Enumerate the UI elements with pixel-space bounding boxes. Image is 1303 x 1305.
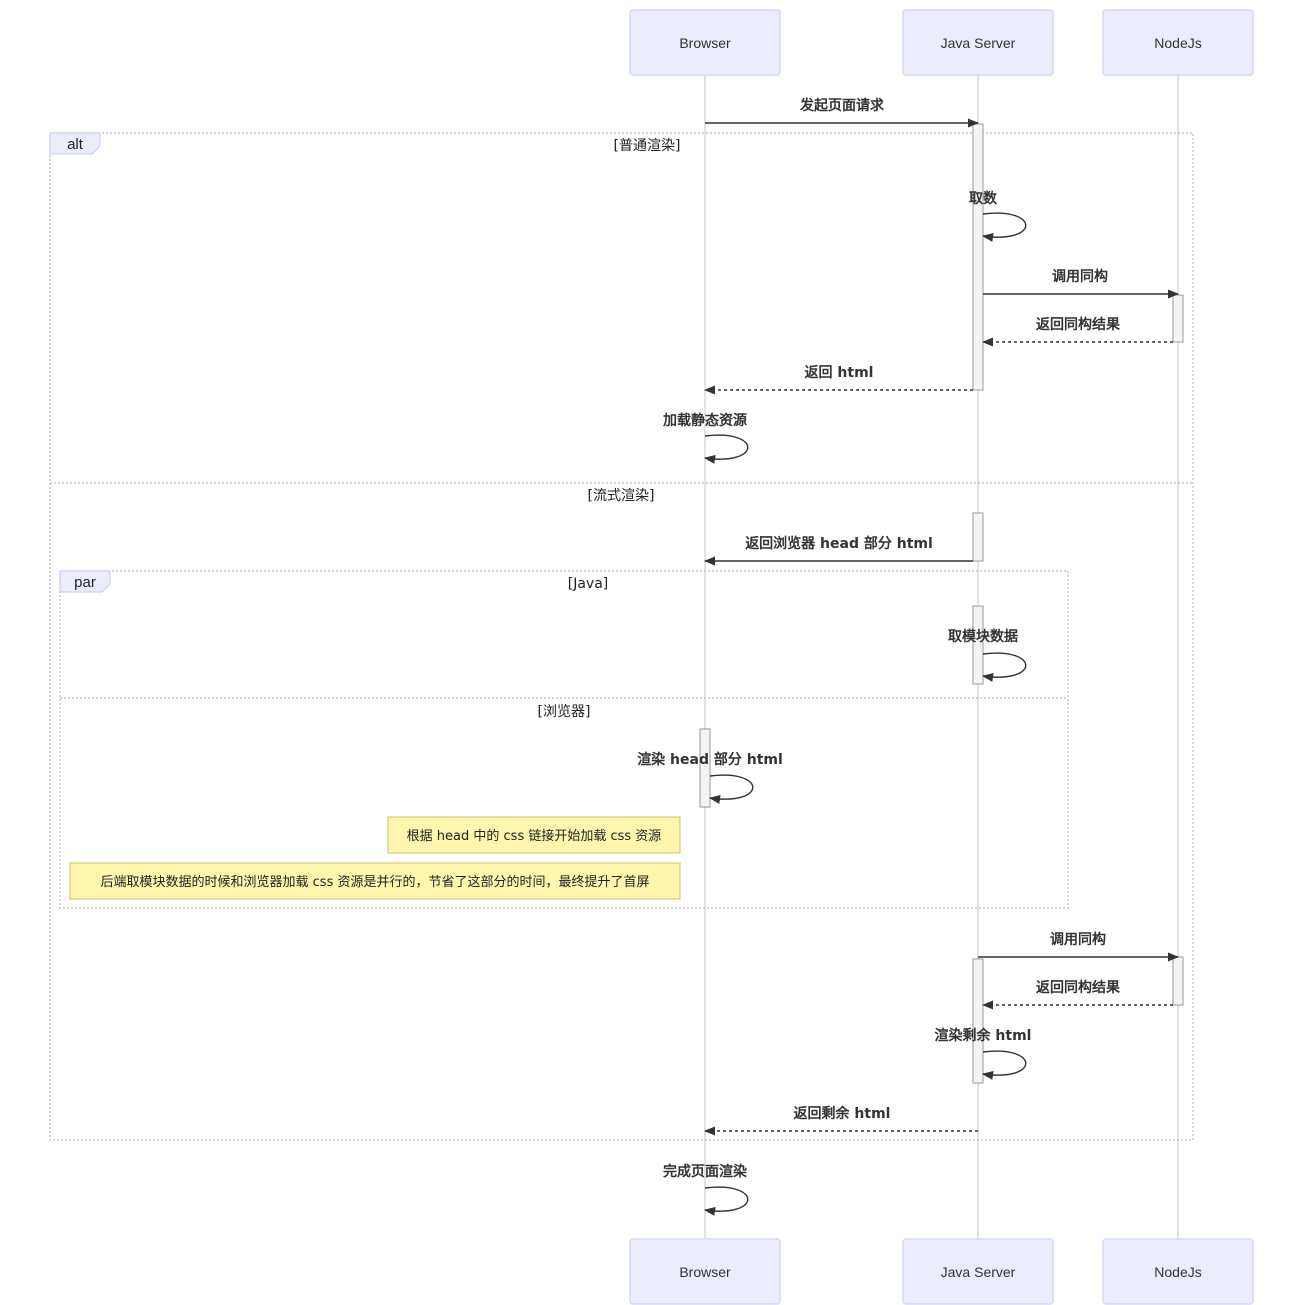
activation-java-server-head bbox=[972, 512, 984, 562]
alt-frame bbox=[49, 132, 1194, 1141]
alt-frame-tag bbox=[49, 132, 101, 155]
note-parallel: 后端取模块数据的时候和浏览器加载 css 资源是并行的，节省了这部分的时间，最终… bbox=[101, 874, 650, 890]
actor-nodejs-bottom bbox=[1102, 1238, 1254, 1305]
msg-fetch-module: 取模块数据 bbox=[948, 628, 1018, 645]
msg-render-rest: 渲染剩余 html bbox=[935, 1027, 1032, 1044]
par-frame-tag bbox=[59, 570, 111, 593]
msg-return-isomorphic: 返回同构结果 bbox=[1036, 316, 1121, 333]
actor-browser-bottom-label: Browser bbox=[679, 1264, 731, 1280]
actor-browser-top bbox=[629, 9, 781, 76]
alt-frame-label: alt bbox=[67, 136, 84, 153]
par-frame bbox=[59, 570, 1069, 909]
msg-return-isomorphic-stream: 返回同构结果 bbox=[1036, 979, 1121, 996]
actor-nodejs-bottom-label: NodeJs bbox=[1154, 1264, 1201, 1280]
msg-return-rest: 返回剩余 html bbox=[794, 1105, 891, 1122]
msg-load-static: 加载静态资源 bbox=[662, 412, 747, 429]
activation-java-server-module bbox=[972, 605, 984, 685]
actor-java-server-top-label: Java Server bbox=[941, 35, 1016, 51]
par-frame-label: par bbox=[74, 574, 96, 591]
actor-nodejs-top bbox=[1102, 9, 1254, 76]
msg-request-page: 发起页面请求 bbox=[799, 97, 885, 114]
msg-render-head: 渲染 head 部分 html bbox=[637, 751, 783, 768]
actor-browser-bottom bbox=[629, 1238, 781, 1305]
msg-call-isomorphic: 调用同构 bbox=[1052, 268, 1108, 285]
actor-java-server-top bbox=[902, 9, 1054, 76]
msg-load-static-loop bbox=[703, 434, 749, 464]
actor-java-server-bottom bbox=[902, 1238, 1054, 1305]
alt-condition-normal: [普通渲染] bbox=[614, 138, 681, 154]
note-css-loading: 根据 head 中的 css 链接开始加载 css 资源 bbox=[407, 828, 662, 844]
actor-java-server-bottom-label: Java Server bbox=[941, 1264, 1016, 1280]
actor-nodejs-top-label: NodeJs bbox=[1154, 35, 1201, 51]
alt-condition-stream: [流式渲染] bbox=[588, 488, 655, 504]
msg-render-head-loop bbox=[708, 774, 754, 804]
par-condition-java: [Java] bbox=[568, 576, 609, 592]
actor-browser-top-label: Browser bbox=[679, 35, 731, 51]
note-css-loading-box bbox=[387, 816, 681, 854]
activation-java-server-stream bbox=[972, 958, 984, 1084]
msg-return-head: 返回浏览器 head 部分 html bbox=[745, 535, 933, 552]
activation-nodejs-stream bbox=[1172, 956, 1184, 1006]
activation-nodejs-normal bbox=[1172, 294, 1184, 343]
msg-fetch-data-loop bbox=[981, 212, 1027, 242]
msg-fetch-data: 取数 bbox=[969, 190, 998, 207]
msg-finish-render-loop bbox=[703, 1186, 749, 1216]
msg-render-rest-loop bbox=[981, 1050, 1027, 1080]
msg-finish-render: 完成页面渲染 bbox=[663, 1163, 748, 1180]
activation-browser-render-head bbox=[699, 728, 711, 808]
msg-call-isomorphic-stream: 调用同构 bbox=[1050, 931, 1106, 948]
par-condition-browser: [浏览器] bbox=[538, 704, 591, 720]
note-parallel-box bbox=[69, 862, 681, 900]
msg-fetch-module-loop bbox=[981, 652, 1027, 682]
activation-java-server-normal bbox=[972, 123, 984, 391]
msg-return-html: 返回 html bbox=[805, 364, 874, 381]
